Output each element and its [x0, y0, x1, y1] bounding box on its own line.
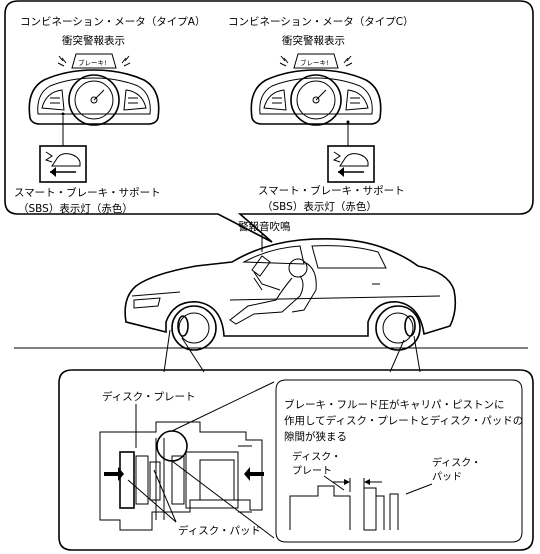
brake-badge-c: ブレーキ!	[300, 58, 329, 67]
sbs-indicator-icon	[39, 145, 87, 183]
meter-c-title: コンビネーション・メータ（タイプC）	[228, 16, 414, 28]
warning-display-label-c: 衝突警報表示	[282, 34, 345, 47]
plate-pad-gap-detail	[289, 478, 399, 531]
warning-ray-icon	[57, 55, 131, 67]
warning-ray-icon	[279, 55, 353, 67]
sbs-label-a-line1: スマート・ブレーキ・サポート	[14, 186, 161, 199]
sbs-label-c-line2: （SBS）表示灯（赤色）	[262, 200, 377, 213]
detail-pad-label-line2: パッド	[432, 471, 462, 483]
detail-plate-label-line2: プレート	[292, 465, 332, 477]
combination-meter-a	[28, 53, 160, 146]
callout-line1: ブレーキ・フルード圧がキャリパ・ピストンに	[284, 398, 505, 411]
driver-figure	[229, 258, 317, 325]
front-wheel	[171, 305, 217, 351]
buzzer-label: 警報音吹鳴	[238, 220, 291, 233]
rear-wheel	[375, 305, 421, 351]
detail-box	[275, 379, 523, 543]
top-panel	[4, 0, 534, 243]
detail-plate-label-line1: ディスク・	[292, 450, 341, 463]
combination-meter-c	[250, 53, 382, 146]
car-illustration	[124, 238, 457, 351]
callout-line3: 隙間が狭まる	[284, 430, 347, 443]
sbs-label-c-line1: スマート・ブレーキ・サポート	[258, 184, 405, 197]
callout-line2: 作用してディスク・プレートとディスク・パッドの	[284, 414, 523, 427]
brake-badge-a: ブレーキ!	[78, 58, 107, 67]
warning-display-label-a: 衝突警報表示	[62, 34, 125, 47]
brake-caliper	[99, 421, 264, 531]
sbs-label-a-line2: （SBS）表示灯（赤色）	[18, 202, 133, 215]
disc-pad-label: ディスク・パッド	[178, 524, 261, 537]
detail-pad-label-line1: ディスク・	[432, 456, 481, 469]
disc-plate-label: ディスク・プレート	[102, 390, 196, 403]
bottom-panel	[58, 369, 534, 551]
meter-a-title: コンビネーション・メータ（タイプA）	[20, 16, 205, 28]
sbs-indicator-icon	[327, 145, 375, 183]
